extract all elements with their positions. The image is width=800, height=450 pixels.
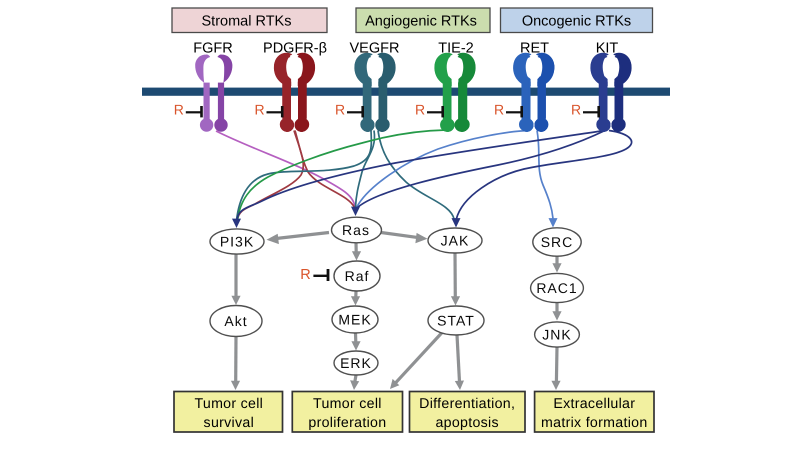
svg-text:proliferation: proliferation [308,415,386,431]
svg-text:VEGFR: VEGFR [350,41,400,57]
svg-text:Angiogenic RTKs: Angiogenic RTKs [365,14,477,30]
svg-text:Tumor cell: Tumor cell [194,396,263,412]
svg-text:R: R [335,101,345,117]
svg-text:matrix formation: matrix formation [541,415,648,431]
svg-text:R: R [254,101,264,117]
svg-text:ERK: ERK [340,355,372,371]
svg-text:PI3K: PI3K [220,233,254,249]
svg-text:R: R [571,101,581,117]
svg-text:JNK: JNK [542,327,571,343]
svg-text:Extracellular: Extracellular [553,396,635,412]
svg-text:TIE-2: TIE-2 [438,41,473,57]
svg-text:KIT: KIT [596,41,619,57]
svg-text:Akt: Akt [224,313,247,329]
svg-text:R: R [494,101,504,117]
svg-text:JAK: JAK [441,233,470,249]
svg-text:PDGFR-β: PDGFR-β [263,41,327,57]
svg-text:Differentiation,: Differentiation, [419,396,515,412]
svg-text:RAC1: RAC1 [536,280,577,296]
svg-text:apoptosis: apoptosis [435,415,498,431]
svg-text:MEK: MEK [338,312,371,328]
svg-text:FGFR: FGFR [193,41,232,57]
svg-text:R: R [174,101,184,117]
svg-text:R: R [415,101,425,117]
svg-text:STAT: STAT [437,313,475,329]
svg-text:Raf: Raf [345,268,370,284]
svg-text:Stromal RTKs: Stromal RTKs [202,14,292,30]
svg-text:R: R [300,267,310,283]
svg-text:Oncogenic RTKs: Oncogenic RTKs [522,14,631,30]
svg-text:Tumor cell: Tumor cell [313,396,382,412]
svg-text:Ras: Ras [342,222,370,238]
svg-text:SRC: SRC [541,234,574,250]
svg-text:RET: RET [520,41,549,57]
svg-text:survival: survival [204,415,255,431]
